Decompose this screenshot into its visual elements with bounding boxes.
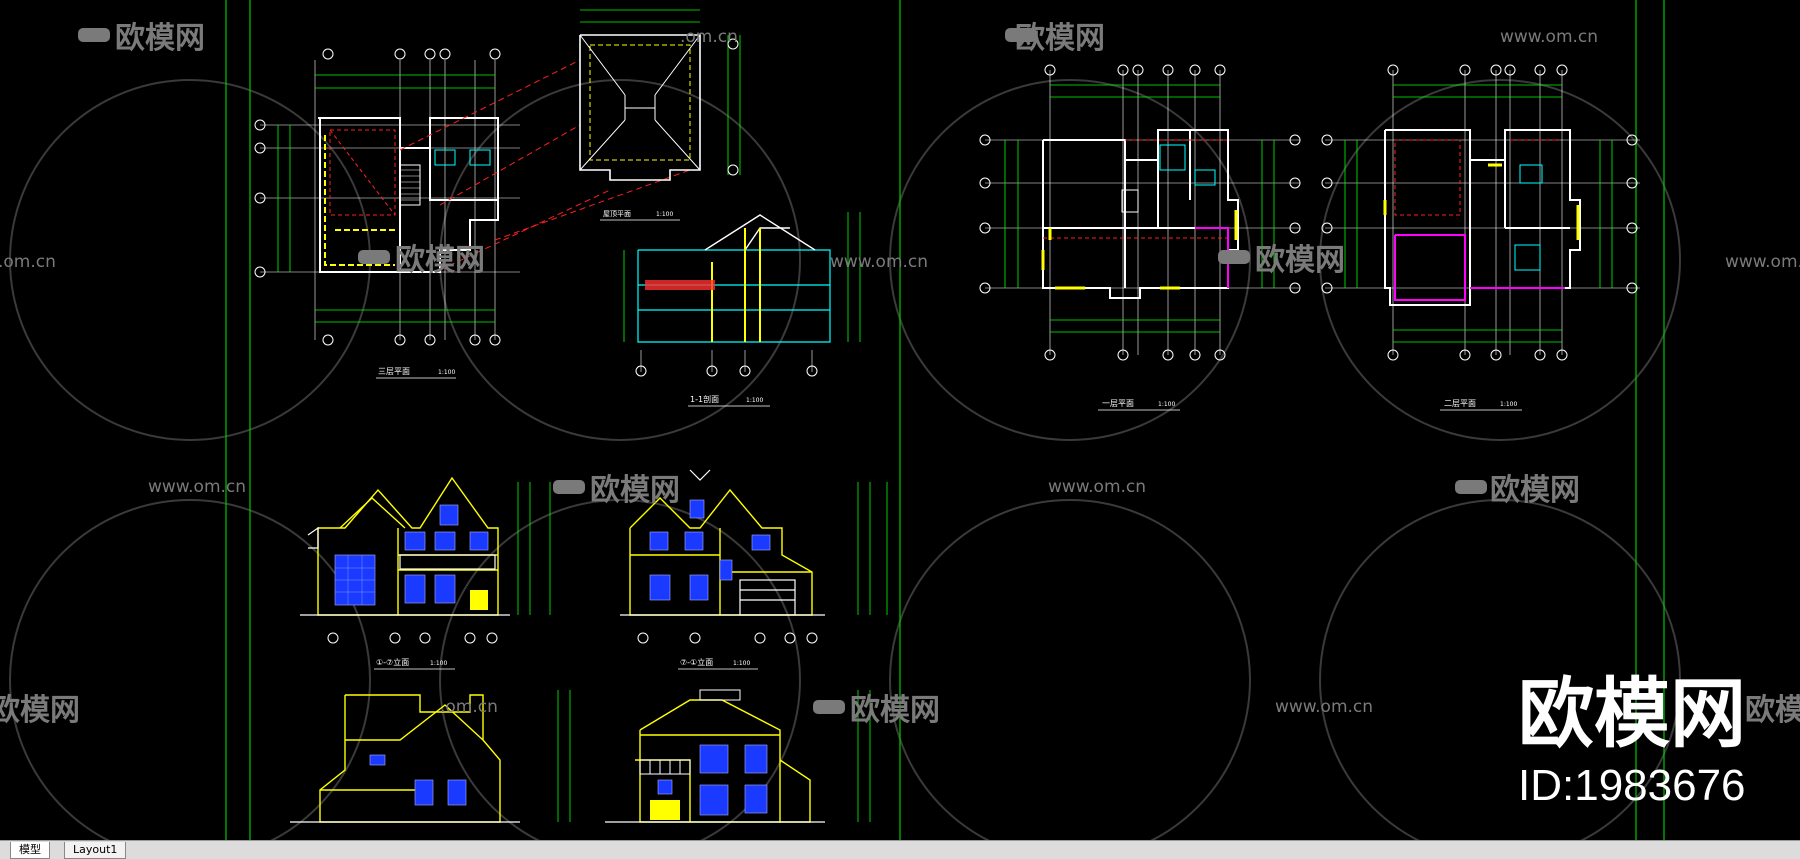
watermark-brand-1: 欧模网 [115, 21, 205, 56]
side-elevation-left [290, 690, 571, 823]
cad-model-viewport[interactable]: 三层平面 1:100 屋顶平面 1:100 [0, 0, 1800, 840]
roof-plan: 屋顶平面 1:100 [579, 9, 741, 221]
first-floor-scale: 1:100 [1158, 401, 1175, 408]
third-floor-title: 三层平面 [378, 367, 410, 376]
watermark-url-3: .om.cn [0, 252, 56, 272]
watermark-url-4: www.om.cn [830, 252, 928, 272]
watermark-brand-6: 欧模网 [1490, 473, 1580, 508]
watermark-url-6: www.om.cn [148, 477, 246, 497]
watermarks: 欧模网 欧模网 欧模网 欧模网 欧模网 欧模网 欧模网 欧模网 欧模网 www.… [0, 21, 1800, 728]
watermark-brand-9: 欧模网 [1745, 693, 1800, 728]
watermark-url-2: .om.cn [680, 27, 738, 47]
watermark-brand-7: 欧模网 [0, 693, 80, 728]
watermark-url-9: .om.cn [440, 697, 498, 717]
second-floor-scale: 1:100 [1500, 401, 1517, 408]
front-elevation-scale: 1:100 [430, 660, 447, 667]
second-floor-plan: 二层平面 1:100 [1321, 64, 1640, 411]
third-floor-scale: 1:100 [438, 369, 455, 376]
back-elevation: ⑦-①立面 1:100 [620, 469, 888, 670]
watermark-brand-5: 欧模网 [590, 473, 680, 508]
tab-model[interactable]: 模型 [10, 842, 50, 859]
big-logo-id: ID:1983676 [1518, 761, 1746, 810]
front-elevation: ①-⑦立面 1:100 [300, 476, 551, 670]
layout-tab-bar: 模型 Layout1 [0, 840, 1800, 859]
watermark-url-7: www.om.cn [1048, 477, 1146, 497]
watermark-arcs [9, 79, 1681, 840]
third-floor-plan: 三层平面 1:100 [254, 48, 520, 379]
section-1-1: 1-1剖面 1:100 [623, 212, 861, 407]
big-logo-text: 欧模网 [1518, 672, 1746, 757]
watermark-brand-3: 欧模网 [395, 243, 485, 278]
second-floor-title: 二层平面 [1444, 399, 1476, 408]
first-floor-plan: 一层平面 1:100 [979, 64, 1301, 411]
watermark-url-5: www.om.cn [1725, 252, 1800, 272]
back-elevation-scale: 1:100 [733, 660, 750, 667]
projection-lines [399, 59, 691, 271]
section-scale: 1:100 [746, 397, 763, 404]
tab-layout1[interactable]: Layout1 [64, 842, 127, 859]
side-elevation-right [605, 689, 871, 823]
watermark-brand-8: 欧模网 [850, 693, 940, 728]
watermark-sofa-icon [78, 28, 1487, 714]
first-floor-title: 一层平面 [1102, 399, 1134, 408]
watermark-url-8: www.om.cn [1275, 697, 1373, 717]
watermark-brand-4: 欧模网 [1255, 243, 1345, 278]
roof-title: 屋顶平面 [603, 210, 631, 218]
section-title: 1-1剖面 [690, 394, 719, 404]
roof-scale: 1:100 [656, 211, 673, 218]
back-elevation-title: ⑦-①立面 [680, 657, 713, 667]
watermark-url-1: www.om.cn [1500, 27, 1598, 47]
front-elevation-title: ①-⑦立面 [376, 657, 409, 667]
